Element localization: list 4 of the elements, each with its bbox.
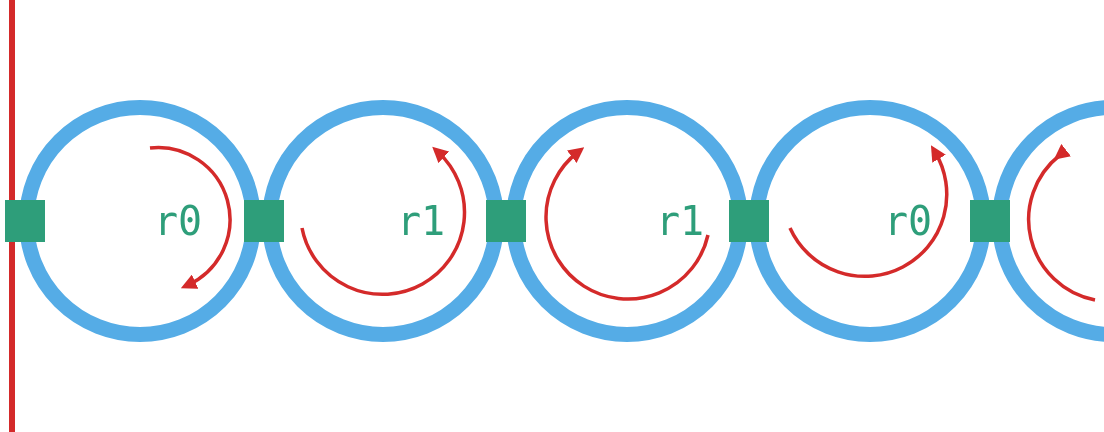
ring-label: r1 — [397, 201, 446, 241]
ring-label: r0 — [154, 201, 203, 241]
ring-label: r0 — [884, 201, 933, 241]
ring-label: r1 — [656, 201, 705, 241]
